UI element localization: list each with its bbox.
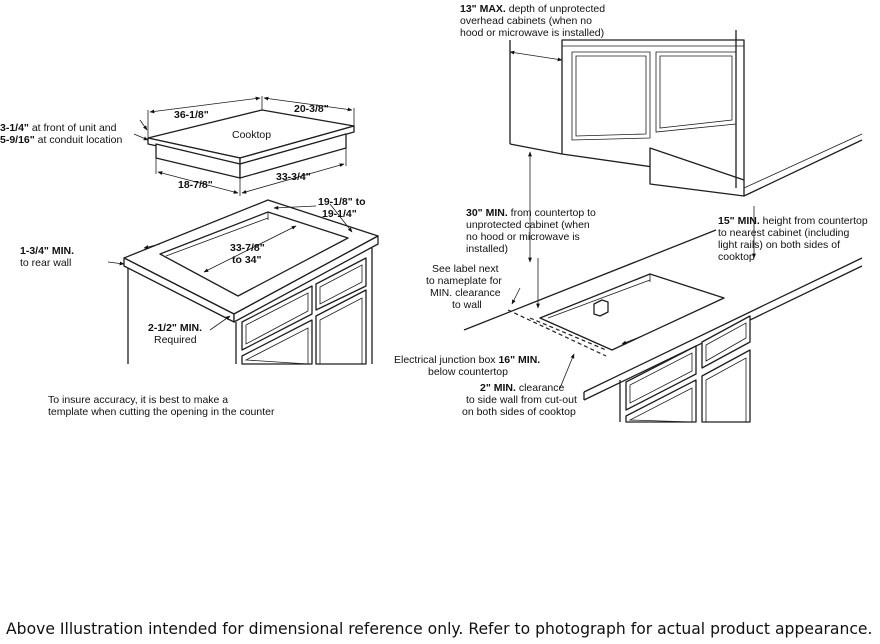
min15-line2: to nearest cabinet (including bbox=[718, 227, 849, 239]
cutout-depth-line1: 19-1/8" to bbox=[318, 196, 366, 208]
label-note-line1: See label next bbox=[432, 263, 499, 275]
min15-line1: 15" MIN. height from countertop bbox=[718, 215, 868, 227]
rear-wall-min: 1-3/4" MIN. bbox=[20, 245, 74, 257]
front-required: Required bbox=[154, 334, 197, 346]
min30-line1: 30" MIN. from countertop to bbox=[466, 207, 596, 219]
cabinet-dimension-arrows bbox=[107, 203, 353, 331]
max13-line3: hood or microwave is installed) bbox=[460, 27, 604, 39]
base-cabinet-illustration bbox=[123, 199, 379, 365]
min15-line4: cooktop bbox=[718, 251, 755, 263]
min30-line4: installed) bbox=[466, 243, 508, 255]
max13-line1: 13" MAX. depth of unprotected bbox=[460, 3, 605, 15]
dim-bottom-width: 33-3/4" bbox=[276, 171, 311, 183]
cutout-depth-line2: 19-1/4" bbox=[322, 208, 357, 220]
side-note-front: 3-1/4" at front of unit and bbox=[0, 122, 117, 134]
min2-line2: to side wall from cut-out bbox=[466, 394, 577, 406]
junction-line1: Electrical junction box 16" MIN. bbox=[394, 354, 540, 366]
cutout-width-line2: to 34" bbox=[232, 254, 262, 266]
max13-line2: overhead cabinets (when no bbox=[460, 15, 592, 27]
label-note-line2: to nameplate for bbox=[426, 275, 502, 287]
label-note-line4: to wall bbox=[452, 299, 482, 311]
min30-line2: unprotected cabinet (when bbox=[466, 219, 590, 231]
side-note-conduit: 5-9/16" at conduit location bbox=[0, 134, 122, 146]
accuracy-note-line1: To insure accuracy, it is best to make a bbox=[48, 394, 228, 406]
accuracy-note-line2: template when cutting the opening in the… bbox=[48, 406, 275, 418]
cutout-width-line1: 33-7/8" bbox=[230, 242, 265, 254]
overhead-cabinet-illustration bbox=[509, 30, 863, 197]
countertop-cutout-illustration bbox=[463, 229, 863, 423]
rear-wall-text: to rear wall bbox=[20, 257, 71, 269]
junction-line2: below countertop bbox=[428, 366, 508, 378]
dim-bottom-depth: 18-7/8" bbox=[178, 179, 213, 191]
label-note-line3: MIN. clearance bbox=[430, 287, 501, 299]
front-min: 2-1/2" MIN. bbox=[148, 322, 202, 334]
right-dimension-arrows bbox=[511, 151, 756, 389]
cooktop-label: Cooktop bbox=[232, 129, 271, 141]
dim-overall-width: 36-1/8" bbox=[174, 109, 209, 121]
min30-line3: no hood or microwave is bbox=[466, 231, 580, 243]
min15-line3: light rails) on both sides of bbox=[718, 239, 840, 251]
cooktop-dimension-arrows bbox=[133, 96, 353, 194]
dim-overall-depth: 20-3/8" bbox=[294, 103, 329, 115]
min2-line3: on both sides of cooktop bbox=[462, 406, 576, 418]
min2-line1: 2" MIN. clearance bbox=[480, 382, 565, 394]
disclaimer-footer: Above Illustration intended for dimensio… bbox=[6, 620, 873, 638]
